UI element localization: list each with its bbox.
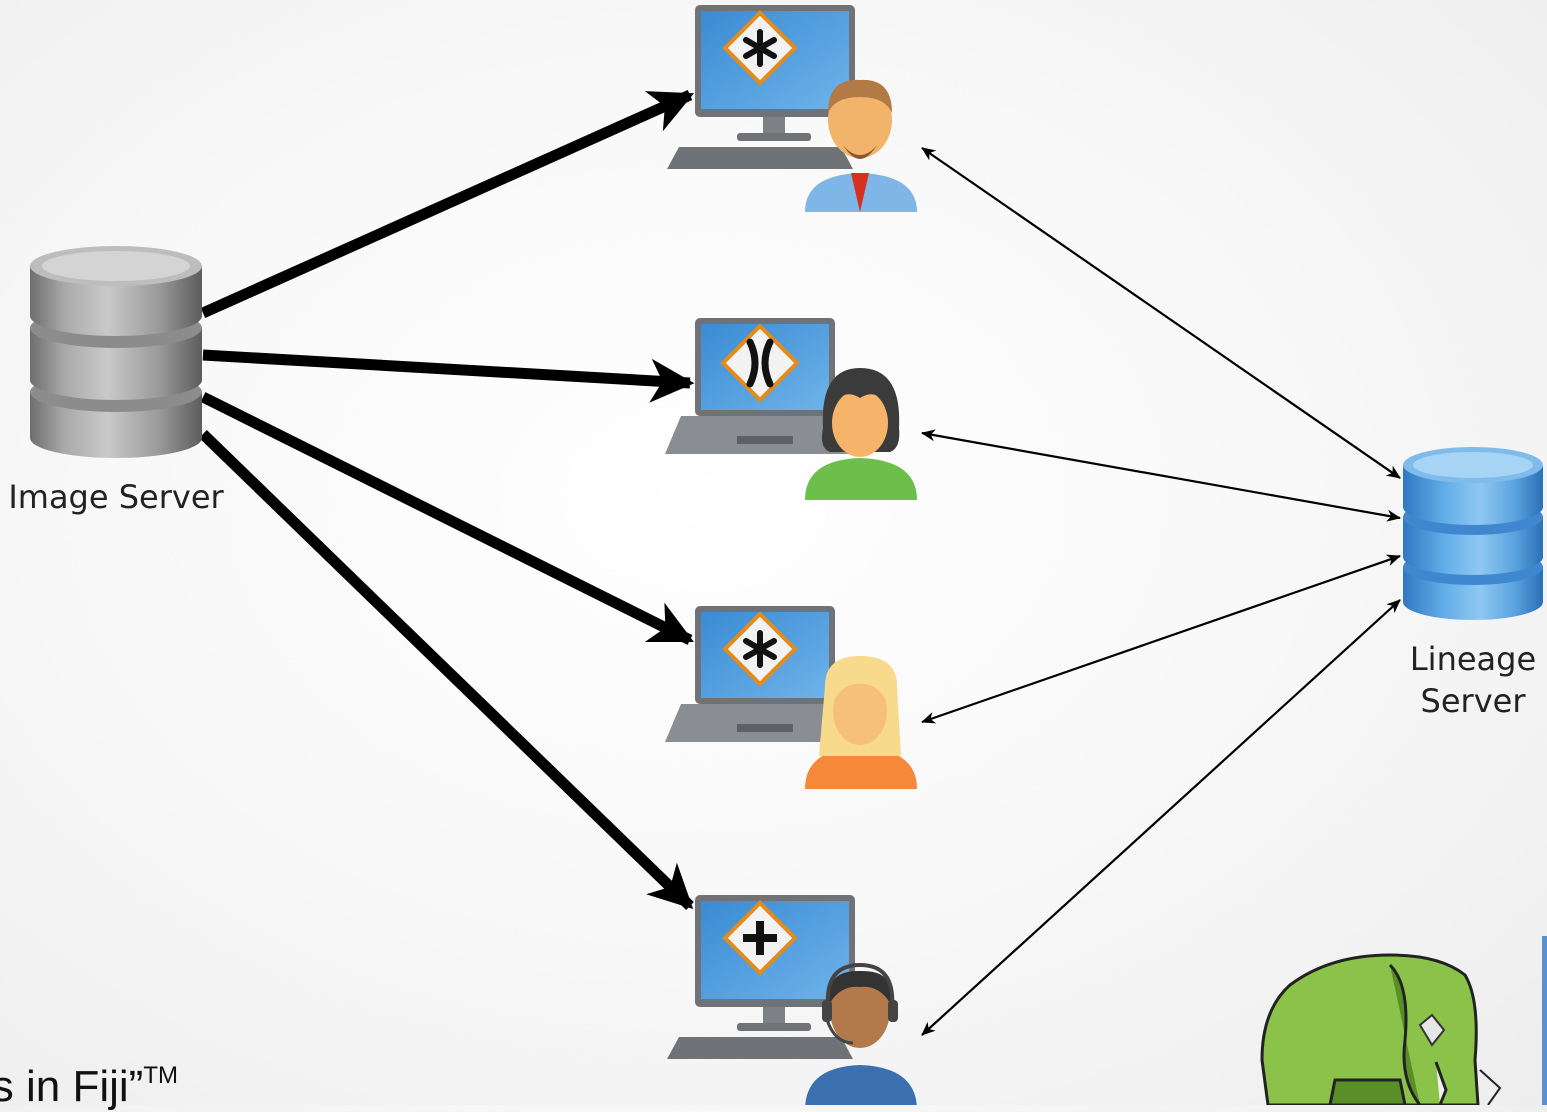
sync-arrow-client-3 (921, 554, 1401, 724)
client-3-workstation (665, 606, 917, 789)
sync-arrow-client-4 (921, 599, 1401, 1036)
image-server-database-icon (30, 246, 202, 458)
sync-arrow-client-1 (921, 147, 1401, 479)
image-server-label: Image Server (0, 476, 232, 518)
client-4-workstation (667, 895, 917, 1105)
client-4-plus-app-icon (722, 900, 798, 976)
sync-arrow-client-2 (921, 429, 1401, 522)
lineage-server-database-icon (1403, 447, 1543, 620)
arrow-to-client-2 (202, 349, 695, 403)
image-server-arrows (199, 89, 695, 910)
arrow-to-client-4 (199, 430, 694, 910)
lineage-server-label-line1: Lineage (1409, 640, 1537, 678)
user-woman-dark-hair-icon (805, 368, 917, 500)
user-man-beard-icon (805, 79, 917, 212)
lineage-server-arrows (921, 147, 1401, 1036)
image-server-label-text: Image Server (8, 478, 224, 516)
user-man-headset-icon (805, 962, 917, 1105)
lineage-server-label-line2: Server (1420, 682, 1526, 720)
arrow-to-client-3 (200, 392, 694, 645)
client-3-asterisk-app-icon (722, 611, 798, 687)
arrow-to-client-1 (200, 89, 695, 319)
client-1-workstation (667, 5, 917, 212)
trademark-mark: TM (143, 1062, 178, 1089)
footer-phrase: is in Fiji” (0, 1062, 144, 1111)
user-woman-blonde-icon (805, 656, 917, 789)
lineage-server-label: Lineage Server (1390, 638, 1547, 722)
client-1-asterisk-app-icon (722, 10, 798, 86)
corner-accent-strip (1542, 936, 1547, 1105)
client-2-workstation (665, 318, 917, 500)
fiji-elephant-logo-icon (1260, 953, 1502, 1105)
slide-footer-text: is in Fiji”TM (0, 1062, 178, 1112)
client-2-x-app-icon (720, 323, 800, 403)
